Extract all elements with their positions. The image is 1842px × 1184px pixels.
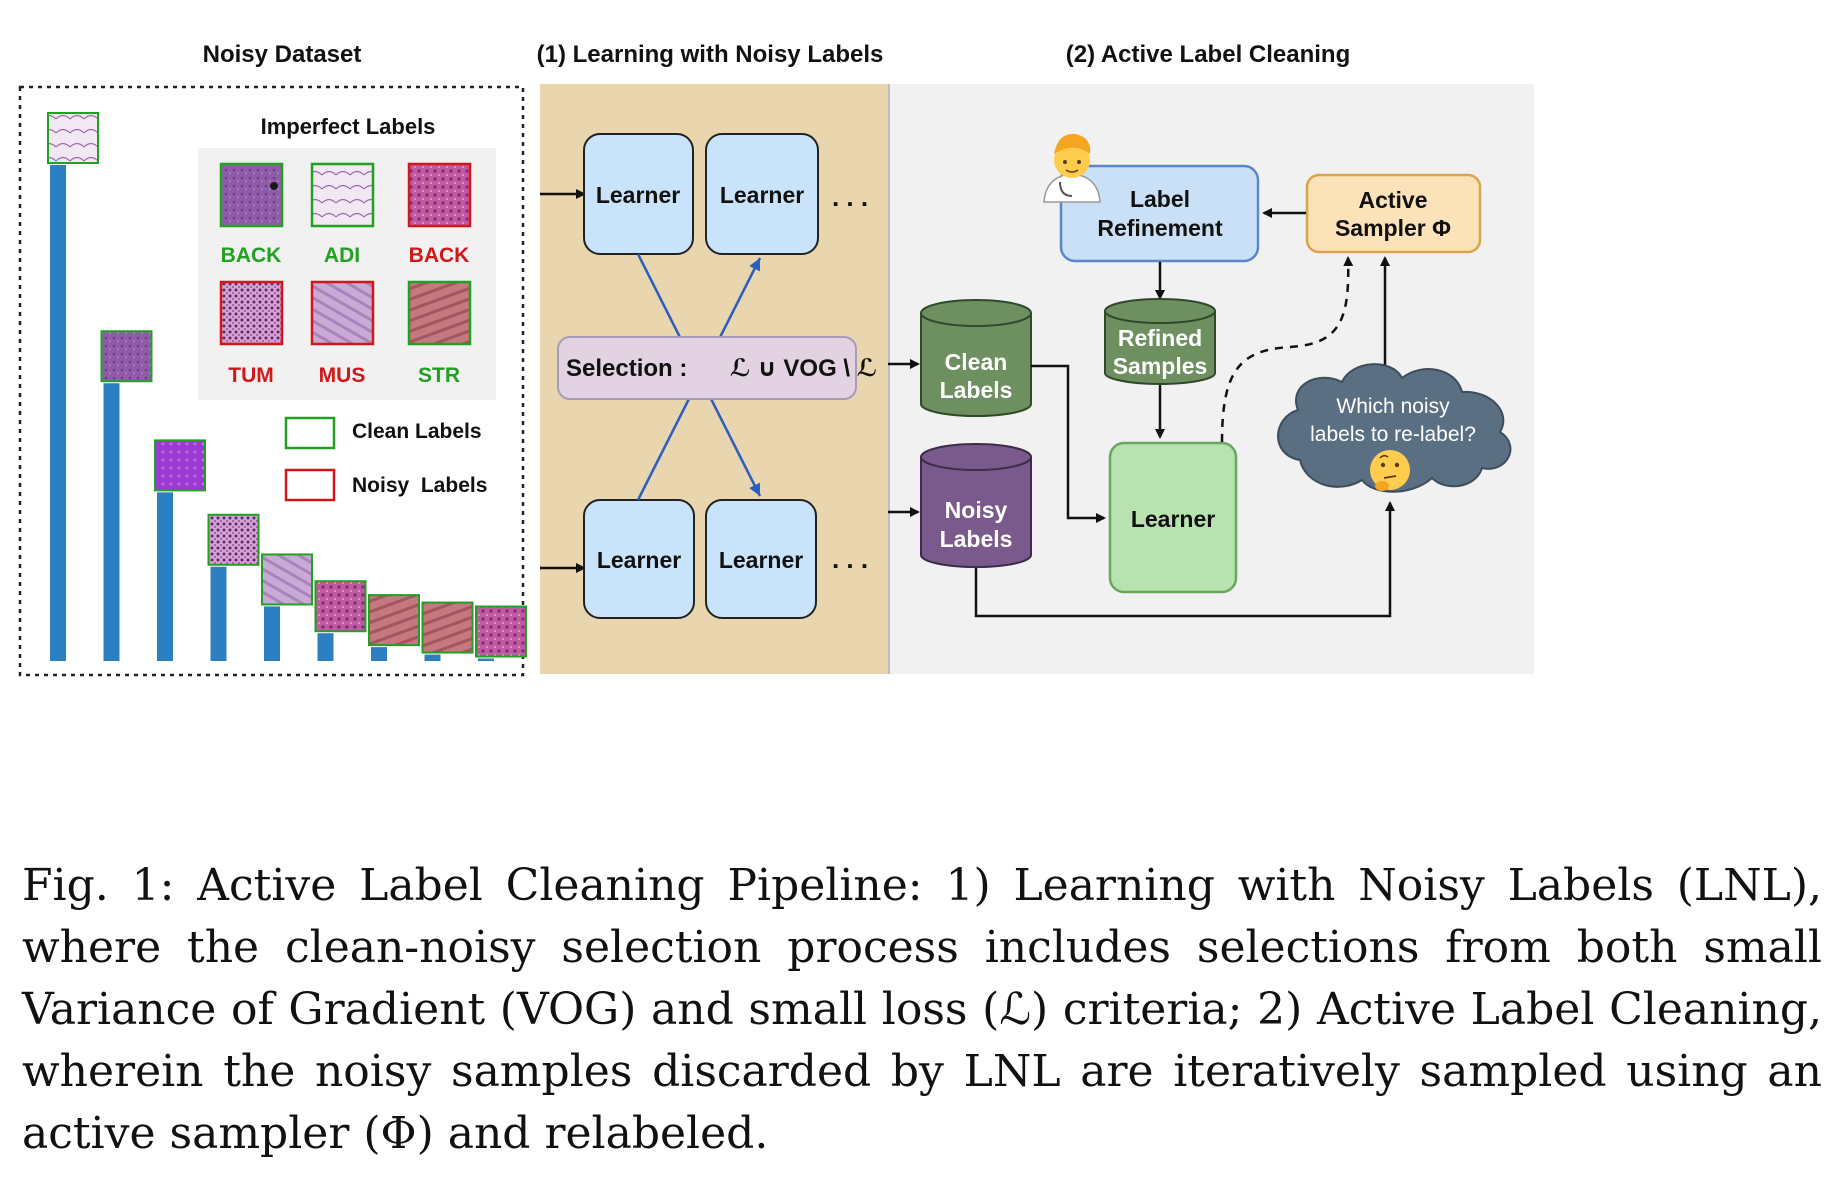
figure-caption: Fig. 1: Active Label Cleaning Pipeline: … — [22, 860, 1822, 1159]
learner-top-2: Learner — [705, 133, 819, 255]
svg-text:Labels: Labels — [940, 526, 1013, 552]
doctor-emoji-icon — [1043, 133, 1101, 203]
svg-text:Selection : ℒ ∪ VOG \ ℒ: Selection : ℒ ∪ VOG \ ℒ — [566, 355, 877, 382]
alc-learner: Learner — [1108, 441, 1238, 594]
sample-tile-noisy — [219, 280, 284, 346]
noisy-dataset-title: Noisy Dataset — [203, 41, 362, 68]
learner-bottom-2: Learner — [705, 499, 817, 619]
sample-tile-clean — [407, 280, 472, 346]
noisy-legend-swatch — [284, 468, 336, 502]
class-thumbnail — [475, 605, 527, 658]
sample-label-noisy: MUS — [319, 364, 366, 387]
sample-tile-clean — [219, 162, 284, 228]
class-distribution-bars — [50, 165, 494, 661]
lnl-section-title: (1) Learning with Noisy Labels — [537, 41, 884, 68]
distribution-bar — [317, 633, 334, 661]
class-thumbnail — [261, 553, 313, 606]
class-thumbnail — [47, 112, 99, 164]
sample-tile-clean — [310, 162, 375, 228]
svg-text:Sampler Φ: Sampler Φ — [1335, 215, 1451, 241]
sample-label-clean: ADI — [324, 244, 360, 267]
class-sample-thumbnails — [47, 112, 527, 658]
class-thumbnail — [207, 513, 260, 566]
class-thumbnail — [421, 601, 474, 654]
distribution-bar — [478, 658, 494, 661]
svg-text:Learner: Learner — [719, 547, 803, 573]
svg-text:Refined: Refined — [1118, 325, 1202, 351]
sample-tile-noisy — [310, 280, 375, 346]
learner-to-sampler-dashed-arrow — [1220, 256, 1354, 443]
class-thumbnail — [368, 594, 420, 647]
svg-text:Refinement: Refinement — [1097, 215, 1223, 241]
distribution-bar — [103, 383, 120, 661]
label-refinement-box: Label Refinement — [1059, 164, 1260, 263]
alc-section-title: (2) Active Label Cleaning — [1066, 41, 1351, 68]
thinking-face-emoji-icon — [1370, 450, 1410, 491]
noisy-labels-store: Noisy Labels — [920, 443, 1032, 568]
pipeline-diagram: Noisy Dataset (1) Learning with Noisy La… — [18, 41, 1534, 677]
svg-text:Learner: Learner — [720, 182, 804, 208]
distribution-bar — [264, 606, 280, 661]
sample-label-noisy: TUM — [228, 364, 274, 387]
svg-text:Which noisy: Which noisy — [1336, 395, 1450, 418]
class-thumbnail — [314, 580, 367, 633]
refined-samples-store: Refined Samples — [1104, 298, 1216, 385]
sample-label-noisy: BACK — [409, 244, 470, 267]
distribution-bar — [50, 165, 66, 661]
svg-text:Labels: Labels — [940, 377, 1013, 403]
clean-legend-label: Clean Labels — [352, 420, 482, 443]
noisy-legend-label: Noisy Labels — [352, 474, 487, 497]
distribution-bar — [157, 492, 173, 661]
svg-text:Samples: Samples — [1113, 353, 1208, 379]
svg-text:Clean: Clean — [945, 349, 1008, 375]
distribution-bar — [424, 654, 441, 661]
svg-text:Learner: Learner — [1131, 506, 1215, 532]
svg-text:Active: Active — [1358, 187, 1427, 213]
ellipsis-top: . . . — [832, 182, 868, 212]
learner-top-1: Learner — [583, 133, 694, 255]
svg-text:Learner: Learner — [596, 182, 680, 208]
clean-labels-store: Clean Labels — [920, 299, 1032, 417]
noisy-to-query-arrow — [974, 501, 1395, 618]
selection-criterion-box: Selection : ℒ ∪ VOG \ ℒ — [557, 336, 877, 400]
svg-text:Noisy: Noisy — [945, 497, 1008, 523]
distribution-bar — [210, 566, 227, 661]
clean-legend-swatch — [284, 416, 336, 450]
distribution-bar — [371, 647, 387, 661]
active-sampler-box: Active Sampler Φ — [1305, 173, 1482, 254]
svg-text:Learner: Learner — [597, 547, 681, 573]
class-thumbnail — [100, 330, 153, 383]
query-thought-cloud: Which noisy labels to re-label? — [1277, 363, 1512, 493]
ellipsis-bottom: . . . — [832, 544, 868, 574]
sample-label-clean: STR — [418, 364, 460, 387]
sample-tile-noisy — [407, 162, 472, 228]
clean-to-learner-arrow — [1031, 364, 1106, 523]
imperfect-labels-title: Imperfect Labels — [261, 114, 436, 139]
class-thumbnail — [154, 439, 206, 492]
svg-text:Label: Label — [1130, 186, 1190, 212]
svg-text:labels to re-label?: labels to re-label? — [1310, 423, 1476, 446]
learner-bottom-1: Learner — [583, 499, 695, 619]
sample-label-clean: BACK — [221, 244, 282, 267]
